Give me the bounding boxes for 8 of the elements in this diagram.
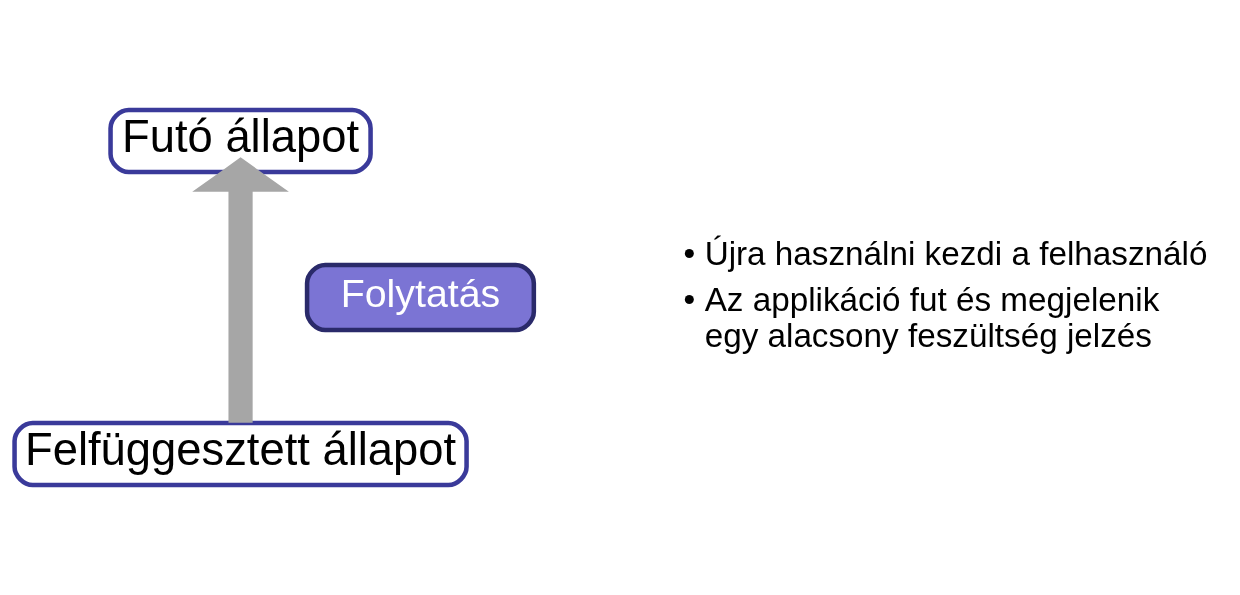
- node-box: Felfüggesztett állapot: [12, 420, 469, 488]
- label: •: [683, 280, 696, 318]
- label: Az applikáció fut és megjelenik egy alacsony feszültség jelzés: [704, 280, 1160, 354]
- label: •: [683, 235, 696, 273]
- node-box: Folytatás: [304, 262, 537, 333]
- arrow: [192, 157, 289, 423]
- label: Újra használni kezdi a felhasználó: [704, 235, 1208, 273]
- node-box: Futó állapot: [108, 107, 373, 175]
